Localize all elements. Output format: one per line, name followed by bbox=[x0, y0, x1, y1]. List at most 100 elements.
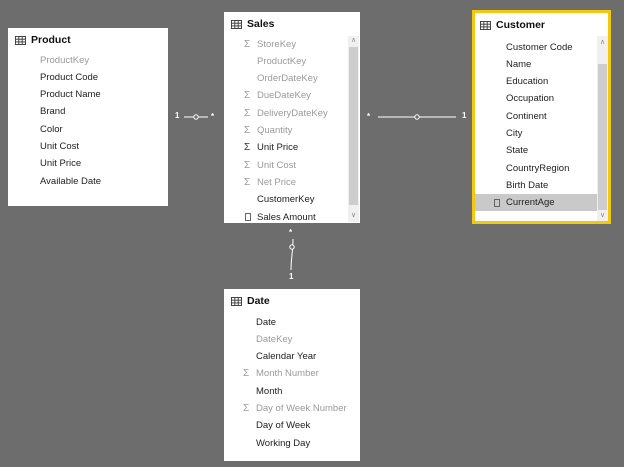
field-name: Occupation bbox=[506, 93, 555, 105]
product-field-unit-price[interactable]: Unit Price bbox=[8, 155, 168, 172]
field-name: Brand bbox=[40, 106, 66, 118]
field-name: Customer Code bbox=[506, 41, 573, 53]
sales-field-deliverydatekey[interactable]: Σ DeliveryDateKey bbox=[224, 105, 348, 122]
customer-field-education[interactable]: Education bbox=[475, 73, 597, 90]
customer-field-city[interactable]: City bbox=[475, 125, 597, 142]
sales-field-orderdatekey[interactable]: OrderDateKey bbox=[224, 70, 348, 87]
scroll-up-icon[interactable]: ∧ bbox=[350, 37, 357, 44]
scroll-up-icon[interactable]: ∧ bbox=[599, 39, 606, 46]
field-name: Month Number bbox=[256, 368, 319, 380]
field-name: Unit Price bbox=[40, 158, 82, 170]
cardinality-one-date: 1 bbox=[289, 272, 294, 281]
field-name: OrderDateKey bbox=[257, 73, 318, 85]
product-field-color[interactable]: Color bbox=[8, 121, 168, 138]
customer-field-birth-date[interactable]: Birth Date bbox=[475, 177, 597, 194]
scroll-down-icon[interactable]: ∨ bbox=[599, 212, 606, 219]
sigma-icon: Σ bbox=[243, 368, 250, 380]
date-field-working-day[interactable]: Working Day bbox=[224, 435, 360, 452]
scroll-down-icon[interactable]: ∨ bbox=[350, 212, 357, 219]
sales-table-title: Sales bbox=[247, 18, 275, 30]
product-field-unit-cost[interactable]: Unit Cost bbox=[8, 138, 168, 155]
date-field-datekey[interactable]: DateKey bbox=[224, 331, 360, 348]
customer-table-title: Customer bbox=[496, 19, 546, 31]
table-icon bbox=[15, 35, 26, 45]
field-name: Color bbox=[40, 123, 63, 135]
sales-field-storekey[interactable]: Σ StoreKey bbox=[224, 36, 348, 53]
product-field-product-code[interactable]: Product Code bbox=[8, 69, 168, 86]
date-field-date[interactable]: Date bbox=[224, 314, 360, 331]
field-name: DeliveryDateKey bbox=[257, 107, 328, 119]
sales-field-customerkey[interactable]: CustomerKey bbox=[224, 191, 348, 208]
field-name: City bbox=[506, 128, 523, 139]
field-name: Working Day bbox=[256, 437, 311, 449]
date-table-title: Date bbox=[247, 295, 270, 307]
product-field-available-date[interactable]: Available Date bbox=[8, 173, 168, 190]
product-field-brand[interactable]: Brand bbox=[8, 103, 168, 120]
date-table-header[interactable]: Date bbox=[224, 289, 360, 313]
relationship-handle-sales-customer[interactable] bbox=[414, 114, 420, 120]
date-field-month[interactable]: Month bbox=[224, 383, 360, 400]
sigma-icon: Σ bbox=[244, 90, 251, 102]
relationship-line-sales-date[interactable] bbox=[290, 238, 294, 271]
customer-field-name[interactable]: Name bbox=[475, 56, 597, 73]
sigma-icon: Σ bbox=[244, 107, 251, 119]
customer-scroll-thumb[interactable] bbox=[598, 64, 607, 210]
field-name: Birth Date bbox=[506, 179, 549, 191]
cardinality-many-sales-date: * bbox=[289, 228, 293, 237]
product-table-title: Product bbox=[31, 34, 71, 46]
sigma-icon: Σ bbox=[244, 125, 251, 136]
table-icon bbox=[480, 20, 491, 30]
cardinality-many-sales: * bbox=[211, 112, 215, 121]
relationship-handle-product-sales[interactable] bbox=[193, 114, 199, 120]
product-table-header[interactable]: Product bbox=[8, 28, 168, 52]
customer-scrollbar[interactable]: ∧ ∨ bbox=[597, 36, 608, 221]
field-name: Month bbox=[256, 385, 283, 397]
sales-scrollbar[interactable]: ∧ ∨ bbox=[348, 36, 359, 222]
field-name: Sales Amount bbox=[257, 211, 316, 223]
date-field-calendar-year[interactable]: Calendar Year bbox=[224, 348, 360, 365]
sigma-icon: Σ bbox=[244, 38, 251, 50]
customer-table-header[interactable]: Customer bbox=[475, 13, 608, 37]
customer-field-continent[interactable]: Continent bbox=[475, 108, 597, 125]
sales-field-productkey[interactable]: ProductKey bbox=[224, 53, 348, 70]
field-name: Quantity bbox=[257, 125, 293, 136]
product-field-productkey[interactable]: ProductKey bbox=[8, 52, 168, 69]
sigma-icon: Σ bbox=[243, 403, 250, 414]
field-name: State bbox=[506, 145, 529, 157]
field-name: Education bbox=[506, 76, 549, 88]
field-name: CountryRegion bbox=[506, 162, 570, 174]
field-name: ProductKey bbox=[40, 54, 90, 66]
product-field-product-name[interactable]: Product Name bbox=[8, 86, 168, 103]
field-name: Product Code bbox=[40, 71, 99, 83]
field-name: CurrentAge bbox=[506, 197, 555, 209]
relationship-handle-sales-date[interactable] bbox=[289, 244, 295, 250]
field-name: StoreKey bbox=[257, 38, 297, 50]
field-name: Calendar Year bbox=[256, 351, 317, 363]
sales-scroll-thumb[interactable] bbox=[349, 47, 358, 205]
field-name: Net Price bbox=[257, 176, 297, 188]
cardinality-one-product: 1 bbox=[175, 111, 180, 120]
customer-field-customer-code[interactable]: Customer Code bbox=[475, 39, 597, 56]
sales-field-sales-amount[interactable]: Sales Amount bbox=[224, 209, 348, 226]
customer-field-state[interactable]: State bbox=[475, 142, 597, 159]
calculator-icon bbox=[245, 213, 251, 221]
sigma-icon: Σ bbox=[244, 159, 251, 171]
customer-field-occupation[interactable]: Occupation bbox=[475, 90, 597, 107]
customer-field-currentage[interactable]: CurrentAge bbox=[475, 194, 597, 212]
field-name: Unit Cost bbox=[40, 141, 80, 152]
date-field-month-number[interactable]: Σ Month Number bbox=[224, 365, 360, 382]
sales-table-header[interactable]: Sales bbox=[224, 12, 360, 36]
sales-field-quantity[interactable]: Σ Quantity bbox=[224, 122, 348, 139]
customer-field-countryregion[interactable]: CountryRegion bbox=[475, 160, 597, 177]
date-field-day-of-week[interactable]: Day of Week bbox=[224, 417, 360, 434]
